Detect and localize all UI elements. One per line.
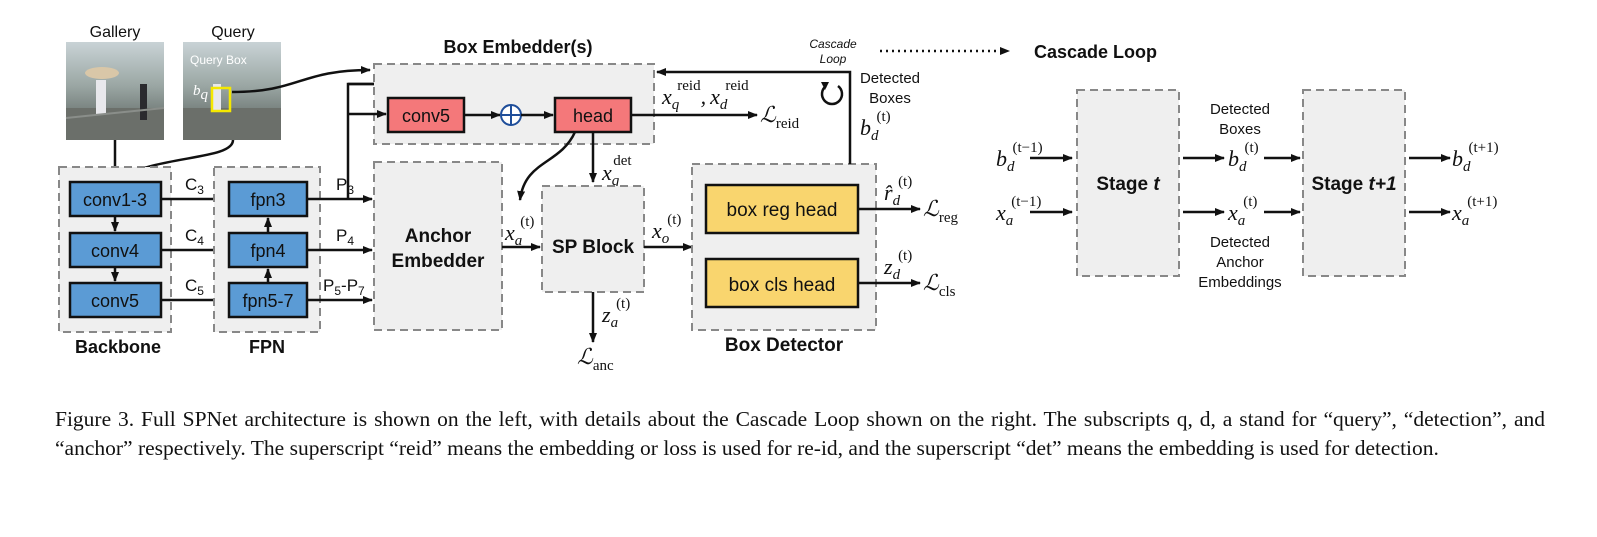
between-detected-2: Boxes <box>1219 121 1261 138</box>
anchor-embedder-line2: Embedder <box>392 251 486 272</box>
fpn-block-fpn3: fpn3 <box>227 180 309 218</box>
anchor-z-label: za(t) <box>601 296 630 331</box>
backbone-block-conv4: conv4 <box>68 231 163 269</box>
detected-boxes-symbol: bd(t) <box>860 109 891 144</box>
output-b-next: bd(t+1) <box>1452 140 1499 175</box>
p3-label: P3 <box>336 175 354 197</box>
svg-text:conv5: conv5 <box>91 291 139 311</box>
stage-t: Stage t <box>1076 89 1180 277</box>
reg-r-label: r̂d(t) <box>884 174 912 209</box>
query-box-symbol: bq <box>193 83 209 103</box>
query-box-to-embedder-arrow <box>231 66 371 94</box>
svg-text:head: head <box>573 106 613 126</box>
svg-text:conv4: conv4 <box>91 241 139 261</box>
output-embedding-label: xo(t) <box>651 212 681 247</box>
sum-node <box>500 104 522 126</box>
box-embedder-conv5: conv5 <box>386 96 466 134</box>
gallery-label: Gallery <box>90 24 141 41</box>
query-label: Query <box>211 24 255 41</box>
box-detector-title: Box Detector <box>725 335 844 356</box>
output-x-next: xa(t+1) <box>1451 194 1497 229</box>
box-embedder-head: head <box>553 96 633 134</box>
anchor-embedder-line1: Anchor <box>405 226 472 247</box>
sp-block-title: SP Block <box>552 237 634 258</box>
box-reg-head: box reg head <box>704 183 860 235</box>
between-detected-1: Detected <box>1210 101 1270 118</box>
reid-embedding-label: xqreid,xdreid <box>661 78 749 113</box>
c5-label: C5 <box>185 276 204 298</box>
c3-label: C3 <box>185 175 204 197</box>
svg-text:conv5: conv5 <box>402 106 450 126</box>
architecture-diagram: Gallery Query Query Box bq Backbone conv… <box>58 24 1499 374</box>
cascade-loop-icon <box>820 82 844 106</box>
svg-text:box cls head: box cls head <box>729 275 836 296</box>
box-embedder-title: Box Embedder(s) <box>443 37 592 57</box>
c4-label: C4 <box>185 226 204 248</box>
reg-loss-label: ℒreg <box>923 196 959 226</box>
fpn-block-fpn4: fpn4 <box>227 231 309 269</box>
svg-text:fpn3: fpn3 <box>250 190 285 210</box>
det-embedding-label: xqdet <box>601 153 632 189</box>
cls-z-label: zd(t) <box>883 248 912 283</box>
p4-label: P4 <box>336 226 354 248</box>
cls-loss-label: ℒcls <box>923 270 956 300</box>
query-box-highlight <box>210 86 232 113</box>
sp-block <box>541 185 645 293</box>
cascade-loop-label-1: Cascade <box>809 37 857 51</box>
detected-boxes-label-1: Detected <box>860 70 920 87</box>
input-b-prev: bd(t−1) <box>996 140 1043 175</box>
svg-text:Stage t: Stage t <box>1096 174 1160 195</box>
between-b-t: bd(t) <box>1228 140 1259 175</box>
anchor-emb-label-2: Anchor <box>1216 254 1264 271</box>
anc-loss-label: ℒanc <box>577 344 614 374</box>
input-x-prev: xa(t−1) <box>995 194 1041 229</box>
stage-t-plus-1: Stage t+1 <box>1302 89 1406 277</box>
backbone-block-conv5: conv5 <box>68 281 163 319</box>
reid-loss-label: ℒreid <box>760 102 800 132</box>
p3-to-embedder-line <box>346 82 372 160</box>
svg-text:Stage t+1: Stage t+1 <box>1311 174 1396 195</box>
backbone-block-conv1-3: conv1-3 <box>68 180 163 218</box>
figure-caption: Figure 3. Full SPNet architecture is sho… <box>55 407 1545 460</box>
head-to-anchor-arrow <box>517 131 577 201</box>
cascade-loop-label-2: Loop <box>820 52 847 66</box>
svg-text:conv1-3: conv1-3 <box>83 190 147 210</box>
box-cls-head: box cls head <box>704 257 860 309</box>
cascade-feedback-arrow <box>656 68 852 164</box>
fpn-block-fpn5-7: fpn5-7 <box>227 281 309 319</box>
anchor-emb-label-3: Embeddings <box>1198 274 1281 291</box>
fpn-title: FPN <box>249 337 285 357</box>
svg-text:fpn5-7: fpn5-7 <box>242 291 293 311</box>
anchor-emb-label-1: Detected <box>1210 234 1270 251</box>
query-box-label: Query Box <box>190 53 247 67</box>
p5-7-label: P5-P7 <box>323 276 365 298</box>
between-x-t: xa(t) <box>1227 194 1257 229</box>
detected-boxes-label-2: Boxes <box>869 90 911 107</box>
anchor-embedding-label: xa(t) <box>504 214 534 249</box>
anchor-embedder <box>373 161 503 331</box>
svg-text:box reg head: box reg head <box>727 200 838 221</box>
gallery-image <box>65 42 165 140</box>
cascade-loop-title: Cascade Loop <box>1034 42 1157 62</box>
backbone-title: Backbone <box>75 337 161 357</box>
svg-text:fpn4: fpn4 <box>250 241 285 261</box>
